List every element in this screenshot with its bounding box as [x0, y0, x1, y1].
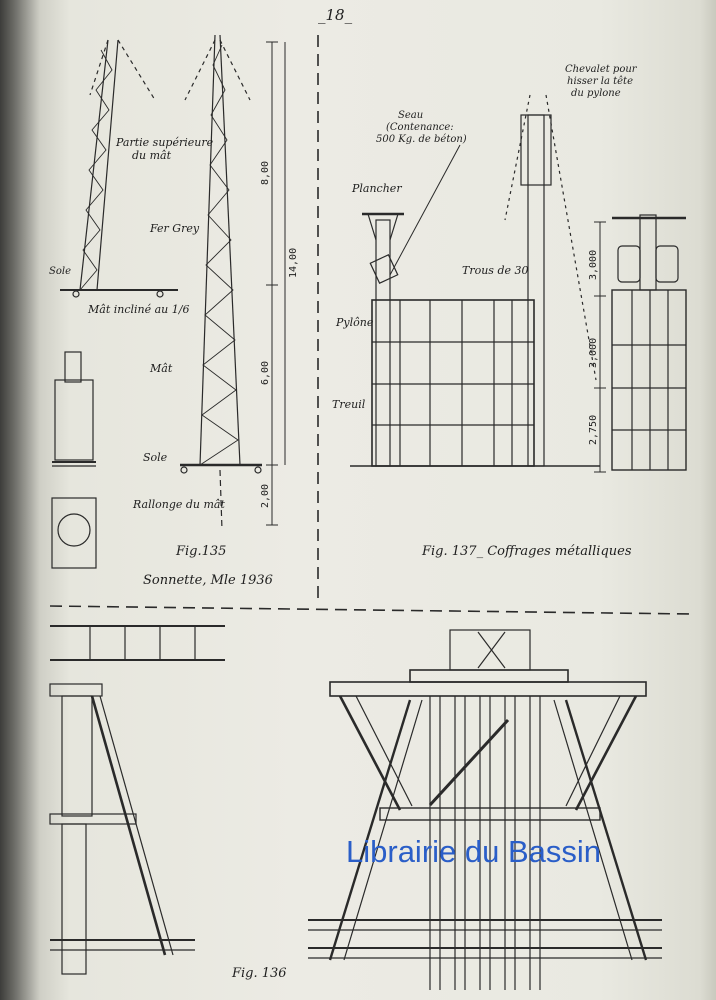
- label-fer-grey: Fer Grey: [150, 222, 200, 235]
- label-extension: Rallonge du mât: [133, 498, 225, 511]
- label-chevalet-2: hisser la tête: [567, 76, 633, 87]
- formwork-elevation: [350, 94, 600, 467]
- label-mast: Mât: [150, 362, 173, 375]
- watermark: Librairie du Bassin: [346, 834, 602, 869]
- dim-6: 6,00: [260, 360, 271, 385]
- label-seau-3: 500 Kg. de béton): [376, 134, 467, 145]
- label-sole: Sole: [143, 451, 168, 464]
- label-upper-mast-2: du mât: [132, 149, 172, 162]
- dim-2750: 2,750: [588, 414, 599, 445]
- label-inclined-mast: Mât incliné au 1/6: [88, 303, 190, 316]
- caption-fig-135: Fig.135: [176, 544, 227, 559]
- label-seau-2: (Contenance:: [386, 122, 454, 133]
- label-trous: Trous de 30: [462, 264, 529, 277]
- caption-fig-136: Fig. 136: [232, 966, 287, 981]
- label-seau-1: Seau: [398, 110, 424, 121]
- label-upper-mast: Partie supérieure: [116, 136, 214, 149]
- vertical-mast: [180, 34, 262, 531]
- label-treuil: Treuil: [332, 398, 366, 411]
- label-chevalet-3: du pylone: [571, 88, 621, 99]
- sole-detail-left: [51, 351, 97, 569]
- dimension-line-135: [266, 41, 286, 526]
- formwork-side-elevation: [611, 214, 687, 471]
- dim-3000-a: 3,000: [588, 249, 599, 280]
- label-sole-left: Sole: [49, 266, 71, 277]
- horizontal-divider: [49, 605, 691, 615]
- caption-fig-137: Fig. 137_ Coffrages métalliques: [422, 544, 632, 559]
- dimension-line-137: [594, 221, 606, 473]
- dim-2: 2,00: [260, 483, 271, 508]
- subcaption-fig-135: Sonnette, Mle 1936: [143, 573, 273, 588]
- dim-3000-b: 3,000: [588, 337, 599, 368]
- inclined-mast: [60, 39, 178, 298]
- trestle-left: [49, 625, 225, 975]
- dim-14: 14,00: [288, 247, 299, 278]
- label-plancher: Plancher: [352, 182, 402, 195]
- label-chevalet-1: Chevalet pour: [565, 64, 637, 75]
- page-number: _18_: [318, 6, 353, 24]
- trestle-main: [308, 629, 662, 990]
- dim-8: 8,00: [260, 160, 271, 185]
- label-pylone: Pylône: [336, 316, 374, 329]
